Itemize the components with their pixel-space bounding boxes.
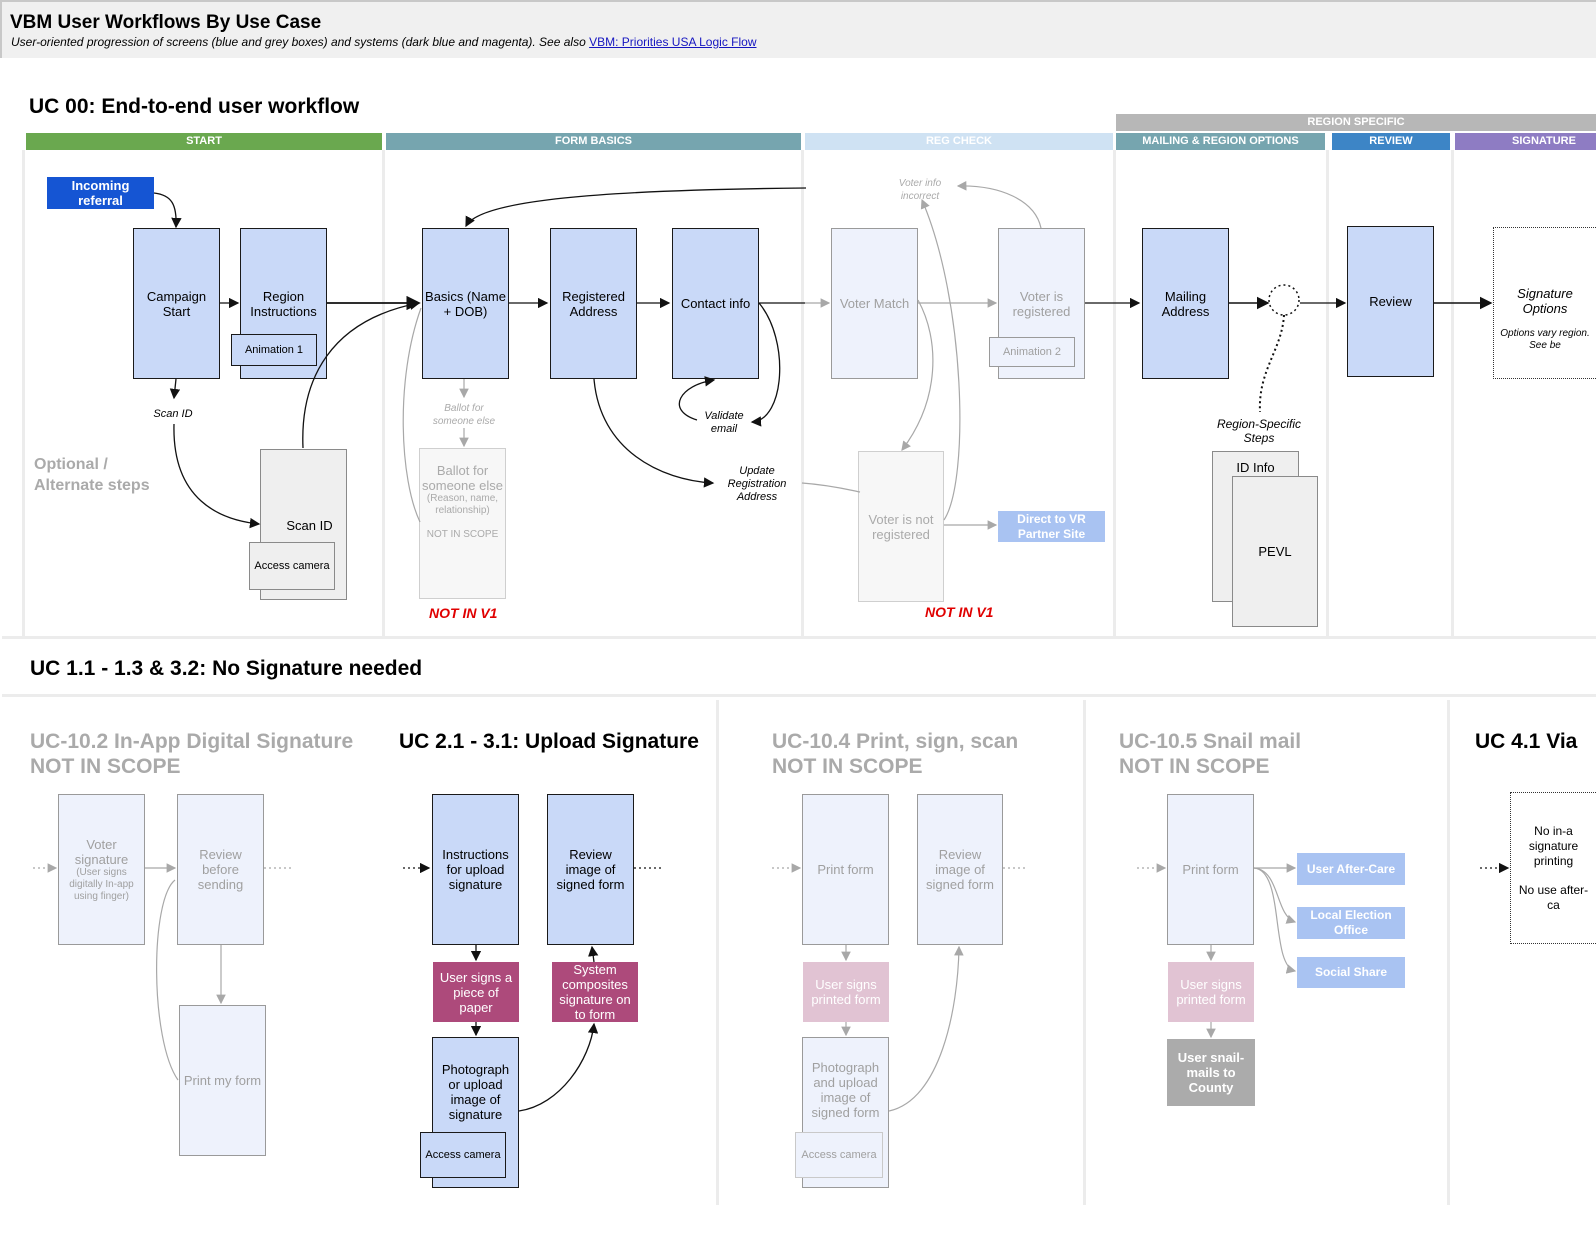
- social-share[interactable]: Social Share: [1297, 957, 1405, 988]
- signature-options-box[interactable]: Signature Options Options vary region. S…: [1493, 227, 1596, 379]
- region-steps-note: Region-Specific Steps: [1216, 417, 1302, 445]
- campaign-start-screen[interactable]: Campaign Start: [133, 228, 220, 379]
- section-divider: [2, 694, 1596, 697]
- registered-address-screen[interactable]: Registered Address: [550, 228, 637, 379]
- lane-start: START: [26, 133, 382, 150]
- document-header: [0, 0, 1596, 58]
- access-camera[interactable]: Access camera: [249, 542, 335, 590]
- print-form-screen-2[interactable]: Print form: [1167, 794, 1254, 945]
- ballot-detail: (Reason, name, relationship): [426, 493, 499, 516]
- panel-scope-text: NOT IN SCOPE: [772, 755, 923, 778]
- basics-screen[interactable]: Basics (Name + DOB): [422, 228, 509, 379]
- lane-divider: [1451, 150, 1454, 638]
- animation-1[interactable]: Animation 1: [231, 334, 317, 366]
- direct-to-vr-site[interactable]: Direct to VR Partner Site: [998, 511, 1105, 542]
- lane-divider: [1326, 150, 1329, 638]
- document-subtitle: User-oriented progression of screens (bl…: [11, 35, 757, 49]
- ballot-scope: NOT IN SCOPE: [426, 529, 499, 540]
- section-divider: [2, 636, 1596, 639]
- uc00-title: UC 00: End-to-end user workflow: [29, 95, 360, 118]
- voter-signature-detail: (User signs digitally In-app using finge…: [69, 866, 134, 902]
- scan-id-note: Scan ID: [153, 408, 193, 420]
- mailing-address-screen[interactable]: Mailing Address: [1142, 228, 1229, 379]
- subtitle-text: User-oriented progression of screens (bl…: [11, 35, 586, 49]
- user-after-care[interactable]: User After-Care: [1297, 853, 1405, 885]
- no-user-text: No use after-ca: [1518, 882, 1589, 912]
- animation-2[interactable]: Animation 2: [989, 337, 1075, 367]
- user-signs-paper: User signs a piece of paper: [433, 962, 519, 1022]
- signature-options-label: Signature Options: [1517, 286, 1573, 316]
- voter-not-registered-screen[interactable]: Voter is not registered: [858, 451, 944, 602]
- no-inapp-signature-box[interactable]: No in-a signature printing No use after-…: [1510, 792, 1596, 944]
- lane-divider: [382, 150, 385, 638]
- print-form-screen[interactable]: Print form: [802, 794, 889, 945]
- update-registration-note: Update Registration Address: [727, 465, 787, 503]
- system-composites: System composites signature on to form: [552, 962, 638, 1022]
- voter-signature-label: Voter signature: [74, 836, 129, 867]
- panel-4-1-title: UC 4.1 Via: [1475, 730, 1578, 753]
- lane-divider: [1113, 150, 1116, 638]
- local-election-office[interactable]: Local Election Office: [1297, 907, 1405, 939]
- user-snail-mails: User snail-mails to County: [1167, 1039, 1255, 1106]
- panel-scope-text: NOT IN SCOPE: [30, 755, 181, 778]
- incoming-referral[interactable]: Incoming referral: [47, 177, 154, 209]
- not-in-v1-label-2: NOT IN V1: [925, 604, 994, 620]
- review-screen[interactable]: Review: [1347, 226, 1434, 377]
- access-camera-2[interactable]: Access camera: [420, 1132, 506, 1178]
- voter-match-screen[interactable]: Voter Match: [831, 228, 918, 379]
- access-camera-3[interactable]: Access camera: [795, 1132, 883, 1178]
- voter-info-incorrect-note: Voter info incorrect: [898, 178, 942, 202]
- panel-scope-text: NOT IN SCOPE: [1119, 755, 1270, 778]
- ballot-note: Ballot for someone else: [432, 403, 496, 427]
- signature-options-note: Options vary region. See be: [1500, 328, 1590, 351]
- lane-divider: [22, 150, 25, 638]
- no-inapp-text: No in-a signature printing: [1528, 823, 1579, 868]
- panel-divider: [716, 700, 719, 1205]
- uc11-title: UC 1.1 - 1.3 & 3.2: No Signature needed: [30, 657, 423, 680]
- print-my-form-screen[interactable]: Print my form: [179, 1005, 266, 1156]
- panel-divider: [1447, 700, 1450, 1205]
- ballot-title: Ballot for someone else: [422, 463, 503, 493]
- user-signs-printed-form-2: User signs printed form: [1168, 962, 1254, 1022]
- lane-signature: SIGNATURE: [1455, 133, 1596, 150]
- instructions-upload-screen[interactable]: Instructions for upload signature: [432, 794, 519, 945]
- validate-email-note: Validate email: [704, 410, 744, 435]
- user-signs-printed-form: User signs printed form: [803, 962, 889, 1022]
- logic-flow-link[interactable]: VBM: Priorities USA Logic Flow: [589, 35, 757, 49]
- pevl-screen[interactable]: PEVL: [1232, 476, 1318, 627]
- panel-title-text: UC-10.4 Print, sign, scan: [772, 730, 1019, 753]
- lane-form-basics: FORM BASICS: [386, 133, 801, 150]
- review-image-screen[interactable]: Review image of signed form: [547, 794, 634, 945]
- review-image-screen-2[interactable]: Review image of signed form: [917, 794, 1003, 945]
- lane-reg-check: REG CHECK: [805, 133, 1113, 150]
- lane-review: REVIEW: [1332, 133, 1450, 150]
- panel-title-text: UC-10.2 In-App Digital Signature: [30, 730, 354, 753]
- panel-2-1-title: UC 2.1 - 3.1: Upload Signature: [399, 730, 699, 753]
- lane-divider: [801, 150, 804, 638]
- panel-title-text: UC-10.5 Snail mail: [1119, 730, 1302, 753]
- contact-info-screen[interactable]: Contact info: [672, 228, 759, 379]
- panel-divider: [1083, 700, 1086, 1205]
- lane-mailing: MAILING & REGION OPTIONS: [1116, 133, 1325, 150]
- ballot-someone-else-screen[interactable]: Ballot for someone else (Reason, name, r…: [419, 448, 506, 599]
- review-before-sending-screen[interactable]: Review before sending: [177, 794, 264, 945]
- voter-signature-screen[interactable]: Voter signature (User signs digitally In…: [58, 794, 145, 945]
- document-title: VBM User Workflows By Use Case: [10, 12, 322, 33]
- not-in-v1-label: NOT IN V1: [429, 605, 498, 621]
- lane-region-specific: REGION SPECIFIC: [1116, 114, 1596, 131]
- optional-steps-label: Optional / Alternate steps: [34, 456, 150, 494]
